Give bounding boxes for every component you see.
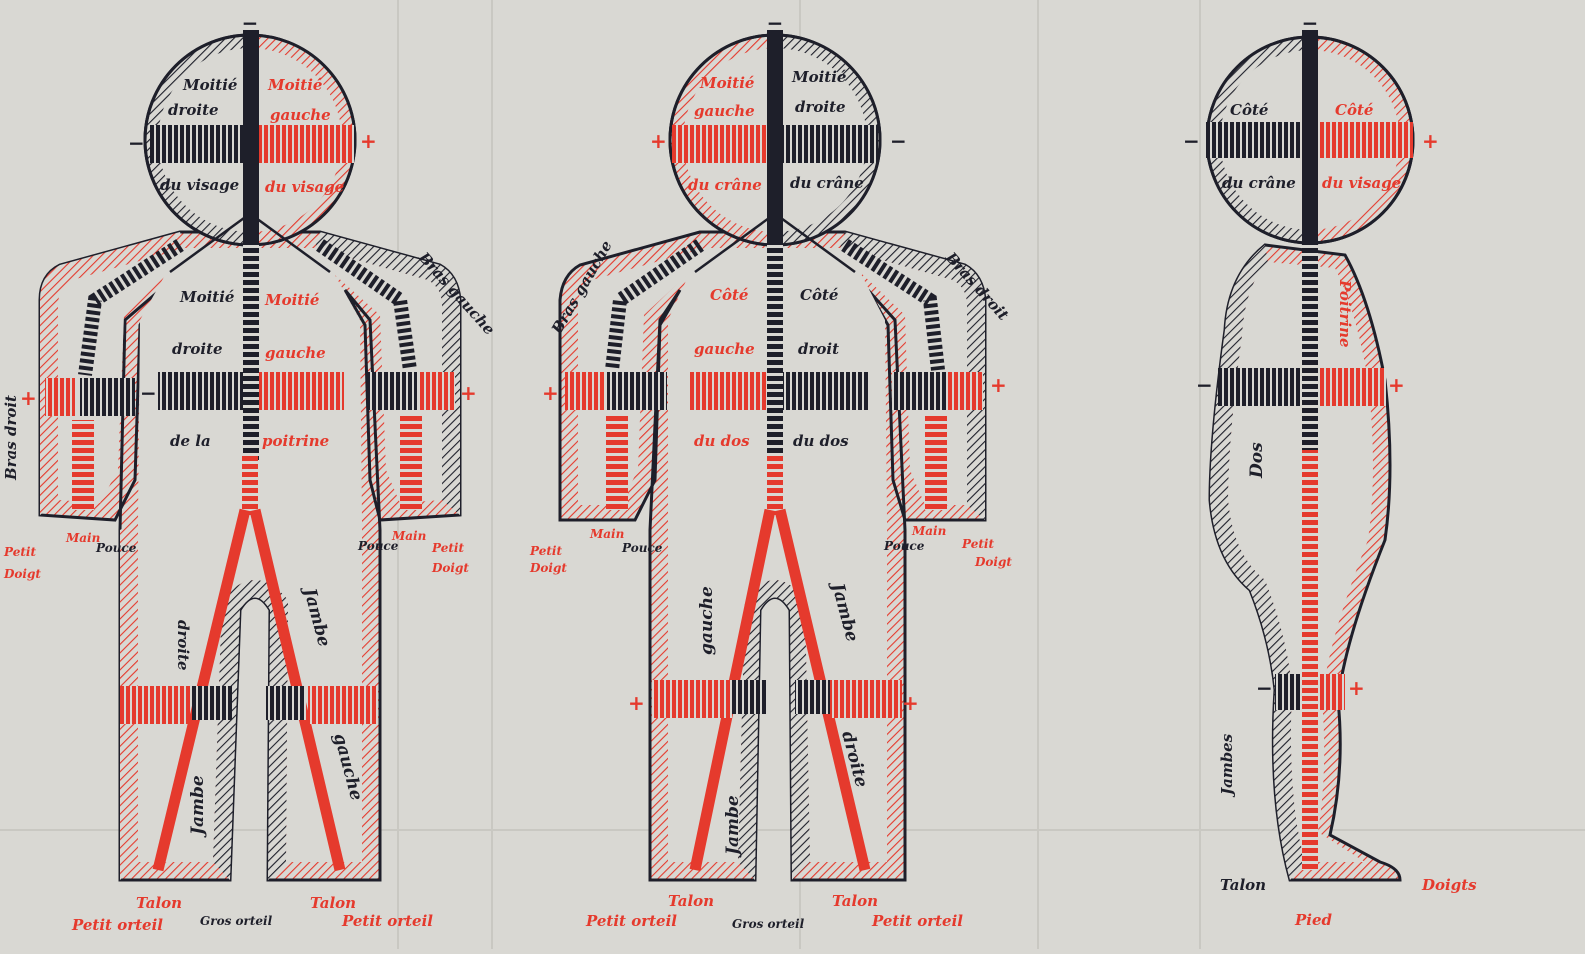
- back-talon-right: Talon: [832, 892, 878, 910]
- side-knee-minus: −: [1256, 676, 1273, 700]
- front-petit-orteil-right: Petit orteil: [71, 916, 163, 934]
- front-pouce-right: Pouce: [95, 541, 137, 555]
- back-main-left: Main: [589, 527, 624, 541]
- side-dos-label: Dos: [1247, 442, 1267, 479]
- front-talon-left: Talon: [310, 894, 356, 912]
- back-leg-left-b: Jambe: [723, 795, 743, 858]
- side-head-right-plus: +: [1422, 129, 1439, 153]
- side-head-minus: −: [1302, 11, 1319, 35]
- front-torso-l1: Moitié: [264, 291, 319, 309]
- front-head-left-top: Moitié: [267, 76, 322, 94]
- back-torso-l2: gauche: [694, 340, 755, 358]
- back-torso-r1: Côté: [800, 286, 838, 304]
- front-torso-r2: droite: [172, 340, 223, 358]
- back-main-right: Main: [911, 524, 946, 538]
- side-jambes-label: Jambes: [1218, 733, 1236, 798]
- front-head-right-mid: droite: [168, 101, 219, 119]
- front-chest-minus: −: [140, 381, 157, 405]
- back-head-left-bottom: du crâne: [688, 176, 762, 194]
- front-head-left-minus: −: [128, 131, 145, 155]
- front-petit-orteil-left: Petit orteil: [341, 912, 433, 930]
- back-torso-l1: Côté: [710, 286, 748, 304]
- front-leg-right-b: Jambe: [188, 775, 208, 838]
- front-torso-r1: Moitié: [179, 288, 234, 306]
- back-arm-right-plus: +: [990, 373, 1007, 397]
- side-doigts-label: Doigts: [1421, 876, 1477, 894]
- front-doigt-left: Doigt: [431, 561, 469, 575]
- back-leg-left-plus: +: [628, 691, 645, 715]
- front-head-right-plus: +: [360, 129, 377, 153]
- front-talon-right: Talon: [136, 894, 182, 912]
- back-petit-left: Petit: [529, 544, 562, 558]
- front-petit-left: Petit: [431, 541, 464, 555]
- side-head-right-bottom: du visage: [1322, 174, 1401, 192]
- front-head-right-top: Moitié: [182, 76, 237, 94]
- front-torso-l2: gauche: [265, 344, 326, 362]
- back-doigt-left: Doigt: [529, 561, 567, 575]
- front-gros-orteil: Gros orteil: [200, 914, 273, 928]
- front-head-right-bottom: du visage: [160, 176, 239, 194]
- back-head-right-top: Moitié: [791, 68, 846, 86]
- side-poitrine-label: Poitrine: [1336, 279, 1354, 348]
- front-torso-r3: de la: [170, 432, 211, 450]
- side-knee-plus: +: [1348, 676, 1365, 700]
- back-petit-orteil-left: Petit orteil: [585, 912, 677, 930]
- back-head-right-minus: −: [890, 129, 907, 153]
- back-head-right-mid: droite: [795, 98, 846, 116]
- back-petit-right: Petit: [961, 537, 994, 551]
- front-arm-left-plus: +: [460, 381, 477, 405]
- back-pouce-right: Pouce: [883, 539, 925, 553]
- back-head-minus: −: [767, 11, 784, 35]
- back-doigt-right: Doigt: [974, 555, 1012, 569]
- front-torso-l3: poitrine: [262, 432, 329, 450]
- back-torso-l3: du dos: [694, 432, 750, 450]
- front-petit-right: Petit: [3, 545, 36, 559]
- back-petit-orteil-right: Petit orteil: [871, 912, 963, 930]
- side-chest-minus: −: [1196, 373, 1213, 397]
- back-figure: [560, 30, 985, 880]
- front-doigt-right: Doigt: [3, 567, 41, 581]
- side-chest-plus: +: [1388, 373, 1405, 397]
- front-pouce-left: Pouce: [357, 539, 399, 553]
- front-head-left-mid: gauche: [270, 106, 331, 124]
- back-pouce-left: Pouce: [621, 541, 663, 555]
- side-head-left-bottom: du crâne: [1222, 174, 1296, 192]
- back-head-left-plus: +: [650, 129, 667, 153]
- back-head-left-top: Moitié: [699, 74, 754, 92]
- side-head-left-top: Côté: [1230, 101, 1268, 119]
- back-torso-r2: droit: [798, 340, 839, 358]
- front-arm-right-label: Bras droit: [2, 395, 20, 481]
- back-arm-left-plus: +: [542, 381, 559, 405]
- back-leg-left-a: gauche: [697, 586, 717, 655]
- back-head-left-mid: gauche: [694, 102, 755, 120]
- back-gros-orteil: Gros orteil: [732, 917, 805, 931]
- front-head-left-bottom: du visage: [265, 178, 344, 196]
- back-torso-r3: du dos: [793, 432, 849, 450]
- front-leg-right-a: droite: [174, 620, 192, 671]
- back-talon-left: Talon: [668, 892, 714, 910]
- side-head-right-top: Côté: [1335, 101, 1373, 119]
- side-head-left-minus: −: [1183, 129, 1200, 153]
- side-talon-label: Talon: [1220, 876, 1266, 894]
- back-head-right-bottom: du crâne: [790, 174, 864, 192]
- front-arm-right-plus: +: [20, 386, 37, 410]
- side-pied-label: Pied: [1294, 911, 1333, 929]
- front-head-minus: −: [242, 11, 259, 35]
- back-leg-right-plus: +: [902, 691, 919, 715]
